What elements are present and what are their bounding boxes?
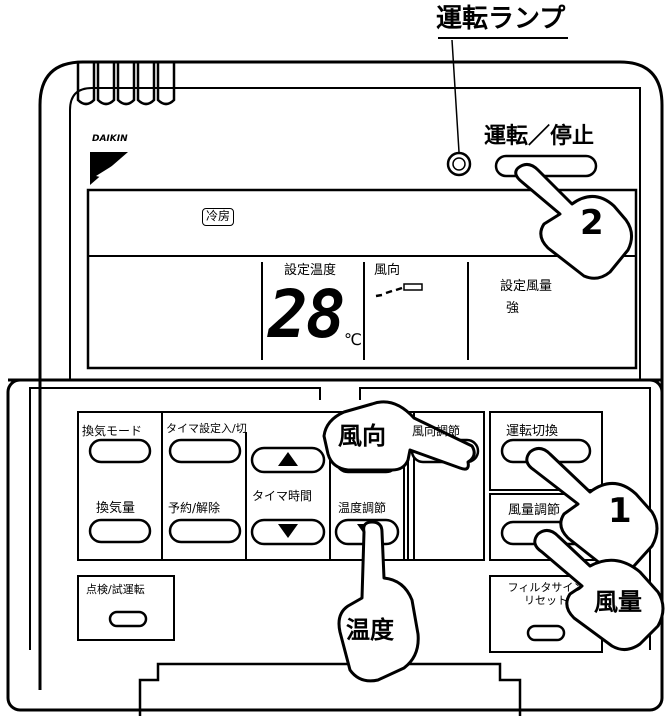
filter-reset-label: フィルタサインリセット bbox=[496, 581, 596, 607]
wind-direction-indicator-icon bbox=[375, 283, 423, 298]
power-button-label: 運転／停止 bbox=[484, 124, 595, 149]
wind-dir-adjust-button-hit[interactable] bbox=[412, 440, 478, 462]
display-window bbox=[86, 188, 638, 370]
timer-down-button-hit[interactable] bbox=[252, 520, 324, 544]
wind-direction-label: 風向 bbox=[374, 263, 401, 278]
cover-latch bbox=[138, 662, 522, 716]
timer-time-label: タイマ時間 bbox=[252, 489, 313, 503]
timer-up-button-hit[interactable] bbox=[252, 448, 324, 472]
hand-pointer-icon-fan bbox=[533, 529, 665, 651]
temperature-hand-label: 温度 bbox=[346, 616, 394, 644]
vent-mode-label: 換気モード bbox=[82, 424, 143, 438]
vent-amount-button-hit[interactable] bbox=[90, 520, 150, 542]
temp-up-button-hit[interactable] bbox=[336, 448, 398, 472]
fan-adjust-button-hit[interactable] bbox=[502, 522, 590, 544]
daikin-logo-icon bbox=[90, 152, 128, 185]
reserve-cancel-button bbox=[168, 518, 242, 544]
vent-mode-button bbox=[88, 438, 152, 464]
vent-amount-button bbox=[88, 518, 152, 544]
hand-pointer-icon-2 bbox=[514, 163, 633, 280]
mode-switch-button-hit[interactable] bbox=[502, 440, 590, 462]
housing-outline bbox=[38, 60, 664, 690]
reserve-cancel-button-hit[interactable] bbox=[170, 520, 240, 542]
operation-lamp-label: 運転ランプ bbox=[436, 4, 566, 34]
inspection-button-hit[interactable] bbox=[110, 612, 146, 626]
filter-reset-button-hit[interactable] bbox=[528, 626, 564, 640]
wind-dir-adjust-label: 風向調節 bbox=[412, 424, 461, 438]
mode-switch-label: 運転切換 bbox=[506, 424, 559, 439]
fan-adjust-label: 風量調節 bbox=[508, 503, 561, 518]
filter-reset-button bbox=[526, 624, 566, 642]
wind-direction-hand-label: 風向 bbox=[338, 422, 386, 450]
step-1-label: 1 bbox=[608, 491, 632, 531]
hand-pointer-icon-temp bbox=[337, 520, 420, 683]
fan-hand-label: 風量 bbox=[594, 588, 642, 616]
inspection-button bbox=[108, 610, 148, 628]
brand-logo-text: DAIKIN bbox=[92, 134, 128, 144]
timer-on-off-button-hit[interactable] bbox=[170, 440, 240, 462]
step-2-label: 2 bbox=[580, 203, 604, 243]
hinge-ridges bbox=[76, 62, 176, 106]
set-fan-value: 強 bbox=[506, 301, 520, 316]
mode-indicator: 冷房 bbox=[202, 208, 235, 226]
operation-lamp-icon bbox=[446, 151, 472, 177]
vent-amount-label: 換気量 bbox=[96, 501, 136, 516]
temp-unit: ℃ bbox=[344, 330, 362, 349]
filter-reset-label-2: リセット bbox=[524, 593, 568, 607]
timer-on-off-button bbox=[168, 438, 242, 464]
set-temp-value: 28 bbox=[268, 276, 345, 353]
set-fan-label: 設定風量 bbox=[500, 279, 553, 294]
down-arrow-icon bbox=[278, 524, 298, 538]
inspection-label: 点検/試運転 bbox=[86, 583, 145, 596]
up-arrow-icon bbox=[278, 452, 298, 466]
set-temp-label: 設定温度 bbox=[284, 263, 337, 278]
reserve-cancel-label: 予約/解除 bbox=[168, 501, 221, 515]
filter-reset-label-1: フィルタサイン bbox=[507, 581, 585, 594]
temp-down-button-hit[interactable] bbox=[336, 520, 398, 544]
timer-on-off-label: タイマ設定入/切 bbox=[166, 422, 247, 435]
temp-adjust-label: 温度調節 bbox=[338, 501, 387, 515]
power-button[interactable] bbox=[496, 156, 596, 176]
hand-pointer-icon-wind bbox=[322, 400, 476, 472]
vent-mode-button-hit[interactable] bbox=[90, 440, 150, 462]
